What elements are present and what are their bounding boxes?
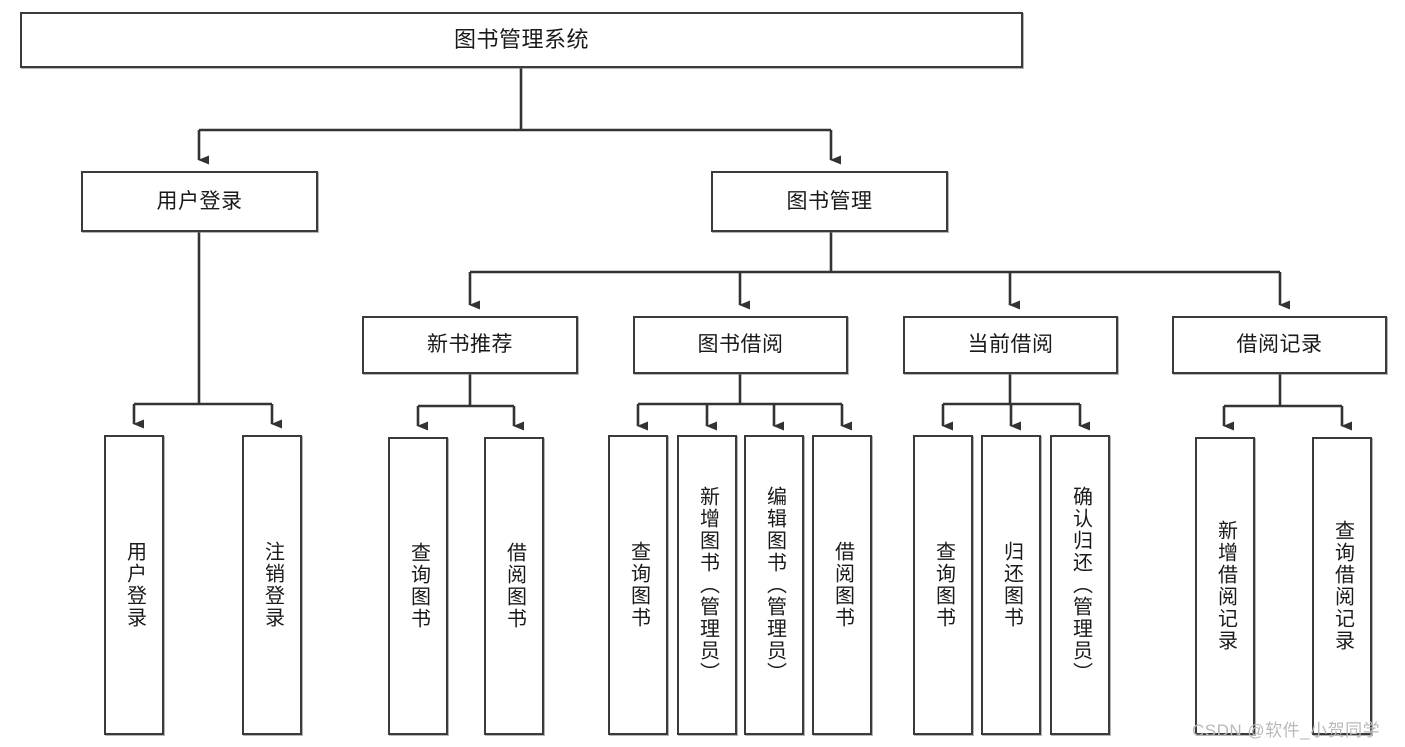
leaf-borrow-borrow-book[interactable]: 借阅图书 <box>812 435 872 735</box>
leaf-borrow-add-book-admin[interactable]: 新增图书（管理员） <box>677 435 737 735</box>
node-label: 新增借阅记录 <box>1214 520 1237 652</box>
node-label: 用户登录 <box>123 541 146 629</box>
node-label: 借阅图书 <box>831 541 854 629</box>
node-label: 注销登录 <box>261 541 284 629</box>
leaf-user-login-signin[interactable]: 用户登录 <box>104 435 164 735</box>
node-label: 图书管理系统 <box>453 26 589 52</box>
node-root-book-management-system[interactable]: 图书管理系统 <box>20 12 1023 68</box>
leaf-new-book-borrow[interactable]: 借阅图书 <box>484 437 544 735</box>
leaf-borrow-query-book[interactable]: 查询图书 <box>608 435 668 735</box>
node-label: 查询借阅记录 <box>1331 520 1354 652</box>
node-label: 确认归还（管理员） <box>1069 486 1092 684</box>
node-new-book-recommendation[interactable]: 新书推荐 <box>362 316 578 374</box>
leaf-new-book-query[interactable]: 查询图书 <box>388 437 448 735</box>
node-current-borrowing[interactable]: 当前借阅 <box>903 316 1118 374</box>
node-book-borrowing[interactable]: 图书借阅 <box>633 316 848 374</box>
leaf-current-return-book[interactable]: 归还图书 <box>981 435 1041 735</box>
node-borrowing-records[interactable]: 借阅记录 <box>1172 316 1387 374</box>
node-user-login[interactable]: 用户登录 <box>81 171 318 232</box>
node-label: 归还图书 <box>1000 541 1023 629</box>
leaf-current-query-book[interactable]: 查询图书 <box>913 435 973 735</box>
node-label: 新增图书（管理员） <box>696 486 719 684</box>
node-label: 用户登录 <box>156 189 243 213</box>
node-label: 查询图书 <box>407 542 430 630</box>
leaf-records-add-record[interactable]: 新增借阅记录 <box>1195 437 1255 735</box>
node-label: 图书管理 <box>786 189 873 213</box>
node-label: 查询图书 <box>932 541 955 629</box>
node-label: 借阅记录 <box>1236 333 1323 357</box>
node-label: 当前借阅 <box>967 333 1054 357</box>
leaf-user-login-signout[interactable]: 注销登录 <box>242 435 302 735</box>
leaf-borrow-edit-book-admin[interactable]: 编辑图书（管理员） <box>744 435 804 735</box>
node-label: 图书借阅 <box>697 333 784 357</box>
csdn-watermark: CSDN @软件_小贺同学 <box>1192 721 1381 740</box>
node-label: 新书推荐 <box>427 333 513 357</box>
node-label: 借阅图书 <box>503 542 526 630</box>
leaf-records-query-record[interactable]: 查询借阅记录 <box>1312 437 1372 735</box>
node-label: 查询图书 <box>627 541 650 629</box>
node-book-management[interactable]: 图书管理 <box>711 171 948 232</box>
leaf-current-confirm-return-admin[interactable]: 确认归还（管理员） <box>1050 435 1110 735</box>
node-label: 编辑图书（管理员） <box>763 486 786 684</box>
